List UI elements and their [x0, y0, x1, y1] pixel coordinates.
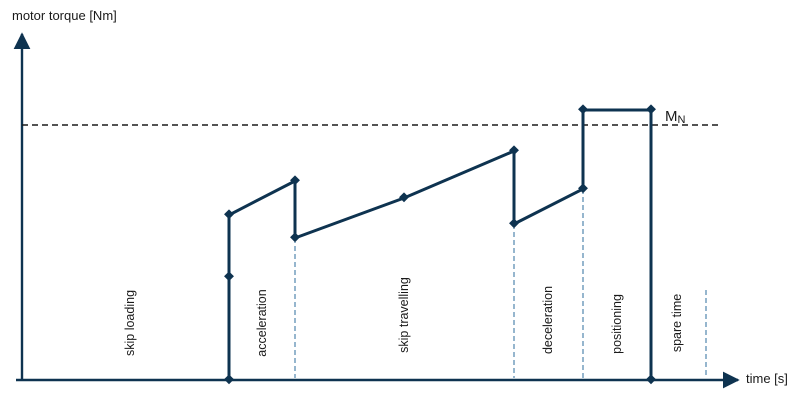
- phase-label-positioning: positioning: [610, 294, 624, 354]
- curve-marker: [224, 209, 234, 220]
- curve-marker: [646, 374, 656, 385]
- x-axis-label: time [s]: [746, 371, 788, 386]
- phase-label-acceleration: acceleration: [255, 289, 269, 356]
- curve-marker: [509, 145, 519, 156]
- y-axis-label: motor torque [Nm]: [12, 8, 117, 23]
- phase-label-skip-loading: skip loading: [123, 290, 137, 356]
- rated-torque-subscript: N: [678, 114, 686, 126]
- curve-markers: [224, 104, 656, 385]
- torque-curve: [227, 108, 653, 380]
- curve-marker: [578, 104, 588, 115]
- curve-marker: [224, 271, 234, 282]
- curve-marker: [399, 192, 409, 203]
- curve-marker: [290, 232, 300, 243]
- curve-marker: [509, 218, 519, 229]
- curve-marker: [224, 374, 234, 385]
- rated-torque-label: MN: [665, 108, 686, 126]
- phase-label-deceleration: deceleration: [541, 286, 555, 354]
- phase-label-spare-time: spare time: [670, 294, 684, 352]
- curve-marker: [646, 104, 656, 115]
- curve-marker: [290, 175, 300, 186]
- rated-torque-symbol: M: [665, 108, 678, 125]
- curve-marker: [578, 183, 588, 194]
- phase-label-skip-travelling: skip travelling: [397, 277, 411, 353]
